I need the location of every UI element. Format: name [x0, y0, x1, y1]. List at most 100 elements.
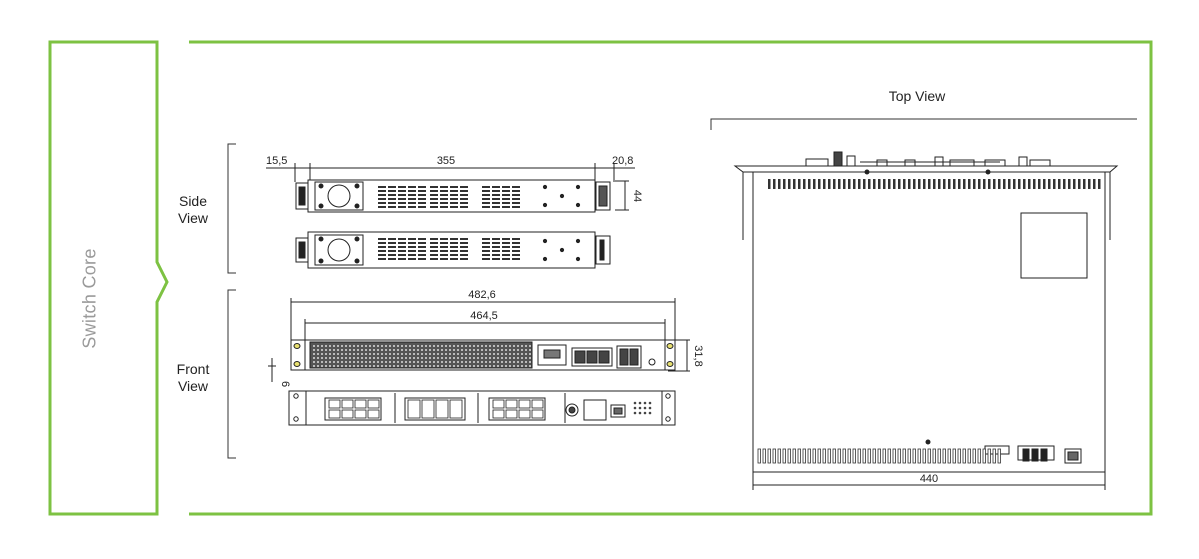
vent-slot — [837, 448, 841, 464]
grille-hole — [457, 365, 459, 367]
grille-hole — [501, 349, 503, 351]
vent-slot — [440, 246, 448, 248]
vent-slot — [460, 194, 468, 196]
grille-hole — [481, 357, 483, 359]
dim-side-height: 44 — [631, 190, 643, 202]
grille-hole — [393, 349, 395, 351]
grille-hole — [373, 361, 375, 363]
vent-slot — [460, 254, 468, 256]
grille-hole — [385, 349, 387, 351]
vent-slot — [847, 448, 851, 464]
grille-hole — [477, 353, 479, 355]
port — [367, 409, 380, 419]
grille-hole — [377, 349, 379, 351]
vent-slot — [460, 238, 468, 240]
grille-hole — [429, 349, 431, 351]
grille-hole — [461, 345, 463, 347]
vent-slot — [418, 190, 426, 192]
grille-hole — [441, 349, 443, 351]
vent-slot — [482, 186, 490, 188]
grille-hole — [457, 345, 459, 347]
grille-hole — [393, 365, 395, 367]
grille-hole — [417, 353, 419, 355]
grille-hole — [481, 345, 483, 347]
grille-hole — [357, 345, 359, 347]
grille-hole — [357, 361, 359, 363]
grille-hole — [341, 349, 343, 351]
grille-hole — [329, 349, 331, 351]
port — [367, 399, 380, 409]
vent-slot — [777, 448, 781, 464]
grille-hole — [525, 353, 527, 355]
vent-slot — [843, 179, 846, 189]
grille-hole — [369, 349, 371, 351]
vent-slot — [492, 202, 500, 204]
vent-slot — [512, 254, 520, 256]
grille-hole — [505, 361, 507, 363]
vent-slot — [1073, 179, 1076, 189]
vent-slot — [398, 202, 406, 204]
dim-side-right-offset: 20,8 — [612, 155, 633, 167]
grille-hole — [501, 365, 503, 367]
grille-hole — [489, 353, 491, 355]
grille-hole — [357, 357, 359, 359]
led — [643, 406, 647, 410]
grille-hole — [529, 349, 531, 351]
grille-hole — [417, 357, 419, 359]
grille-hole — [421, 353, 423, 355]
grille-hole — [349, 361, 351, 363]
grille-hole — [509, 365, 511, 367]
grille-hole — [337, 345, 339, 347]
grille-hole — [357, 349, 359, 351]
grille-hole — [469, 357, 471, 359]
vent-slot — [512, 246, 520, 248]
grille-hole — [517, 361, 519, 363]
grille-hole — [397, 357, 399, 359]
vent-slot — [460, 186, 468, 188]
grille-hole — [361, 345, 363, 347]
grille-hole — [373, 349, 375, 351]
vent-slot — [818, 179, 821, 189]
vent-slot — [878, 179, 881, 189]
vent-slot — [430, 246, 438, 248]
grille-hole — [313, 365, 315, 367]
vent-slot — [848, 179, 851, 189]
grille-hole — [325, 361, 327, 363]
grille-hole — [365, 361, 367, 363]
vent-slot — [398, 258, 406, 260]
vent-slot — [430, 186, 438, 188]
grille-hole — [525, 349, 527, 351]
vent-slot — [440, 250, 448, 252]
side-vent-slots — [378, 186, 520, 260]
grille-hole — [433, 365, 435, 367]
vent-slot — [408, 258, 416, 260]
vent-slot — [460, 202, 468, 204]
vent-slot — [897, 448, 901, 464]
vent-slot — [418, 258, 426, 260]
grille-hole — [441, 345, 443, 347]
vent-slot — [937, 448, 941, 464]
led — [648, 401, 652, 405]
vent-slot — [430, 250, 438, 252]
grille-hole — [513, 357, 515, 359]
grille-hole — [341, 353, 343, 355]
grille-hole — [397, 365, 399, 367]
grille-hole — [437, 349, 439, 351]
grille-hole — [325, 353, 327, 355]
grille-hole — [505, 345, 507, 347]
grille-hole — [357, 353, 359, 355]
port — [531, 409, 544, 419]
grille-hole — [449, 345, 451, 347]
grille-hole — [353, 365, 355, 367]
grille-hole — [333, 361, 335, 363]
vent-slot — [873, 179, 876, 189]
grille-hole — [509, 361, 511, 363]
grille-hole — [381, 361, 383, 363]
grille-hole — [461, 357, 463, 359]
grille-hole — [477, 357, 479, 359]
grille-hole — [401, 357, 403, 359]
vent-slot — [398, 206, 406, 208]
grille-hole — [389, 353, 391, 355]
vent-slot — [388, 258, 396, 260]
grille-hole — [461, 361, 463, 363]
